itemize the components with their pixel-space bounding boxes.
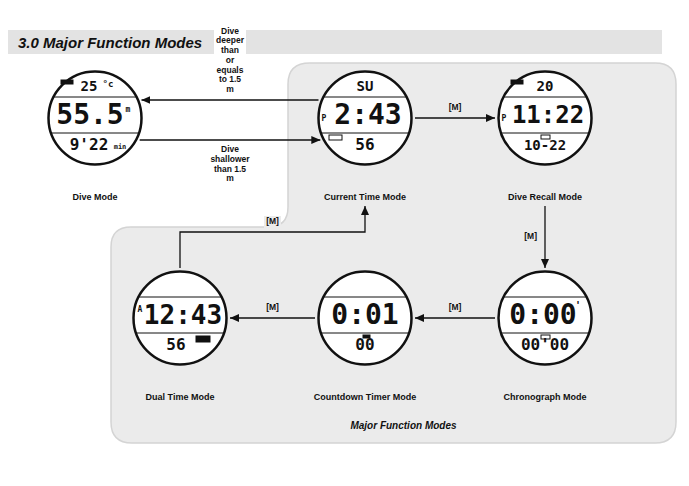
transition-label: Dive deeper than or equals to 1.5 m: [214, 26, 246, 96]
lcd-digits: SU: [357, 79, 374, 93]
lcd-digits: 20: [537, 79, 554, 93]
lcd-digits: P: [502, 115, 507, 123]
bezel: [134, 272, 227, 365]
bezel: [319, 72, 412, 165]
lcd-indicator: [196, 336, 210, 342]
title-band: 3.0 Major Function Modes: [8, 30, 662, 54]
watch-mode: 25 °c 55.5m 9'22 minDive Mode: [45, 70, 145, 202]
lcd-divider: [504, 297, 586, 298]
watch-face: 20P 11:22 10-22: [497, 70, 593, 166]
lcd-digits: 0:01: [331, 301, 398, 329]
lcd-digits: 12:43: [144, 302, 222, 328]
lcd-divider: [324, 97, 406, 98]
transition-label: [M]: [264, 302, 281, 314]
lcd-divider: [52, 133, 139, 134]
mode-name: Countdown Timer Mode: [312, 392, 419, 402]
lcd-divider: [322, 333, 409, 334]
bezel: [319, 272, 412, 365]
mode-name: Dive Mode: [45, 192, 145, 202]
lcd-divider: [502, 333, 589, 334]
transition-label: Dive shallower than 1.5 m: [208, 144, 251, 185]
watch-face: A12:43 56: [132, 270, 228, 366]
bezel: [499, 272, 592, 365]
lcd-digits: 00'00: [521, 337, 569, 353]
lcd-digits: A: [138, 306, 143, 314]
watch-mode: 0:01 00Countdown Timer Mode: [312, 270, 419, 402]
watch-face: 25 °c 55.5m 9'22 min: [47, 70, 143, 166]
transition-label: [M]: [447, 302, 464, 314]
lcd-digits: °c: [103, 80, 114, 89]
lcd-digits: 56: [166, 337, 185, 353]
watch-face: 0:01 00: [317, 270, 413, 366]
lcd-divider: [139, 297, 221, 298]
lcd-indicator: [61, 80, 73, 84]
flow-arrow: [544, 206, 545, 268]
lcd-digits: 56: [355, 137, 374, 153]
lcd-divider: [324, 297, 406, 298]
lcd-divider: [54, 97, 136, 98]
panel-caption: Major Function Modes: [110, 420, 677, 431]
panel-outline: [111, 63, 676, 443]
lcd-divider: [137, 333, 224, 334]
lcd-digits: 25: [81, 79, 98, 93]
title-text: 3.0 Major Function Modes: [18, 34, 202, 51]
bezel: [49, 72, 142, 165]
lcd-digits: m: [126, 106, 131, 114]
mode-panel: Major Function ModesSUP2:4356Current Tim…: [110, 62, 677, 444]
mode-name: Chronograph Mode: [495, 392, 595, 402]
transition-label: [M]: [264, 216, 281, 228]
lcd-digits: 55.5: [56, 101, 123, 129]
transition-label: [M]: [447, 102, 464, 114]
watch-mode: A12:43 56Dual Time Mode: [130, 270, 230, 402]
lcd-indicator: [329, 135, 342, 140]
lcd-divider: [502, 133, 589, 134]
lcd-digits: 10-22: [524, 138, 566, 152]
mode-name: Dive Recall Mode: [495, 192, 595, 202]
mode-name: Current Time Mode: [315, 192, 415, 202]
flow-arrow: [415, 117, 495, 118]
mode-name: Dual Time Mode: [130, 392, 230, 402]
watch-mode: 0:00' 00'00Chronograph Mode: [495, 270, 595, 402]
bezel: [499, 72, 592, 165]
lcd-digits: ': [575, 301, 581, 311]
lcd-digits: 2:43: [334, 101, 401, 129]
flow-arrow: [140, 139, 321, 140]
flow-arrow: [415, 317, 495, 318]
watch-mode: 20P 11:22 10-22Dive Recall Mode: [495, 70, 595, 202]
lcd-digits: 11:22: [512, 103, 584, 127]
lcd-digits: min: [114, 144, 127, 151]
flow-arrow: [230, 317, 315, 318]
lcd-digits: 00: [355, 337, 374, 353]
watch-face: 0:00' 00'00: [497, 270, 593, 366]
lcd-digits: P: [322, 115, 327, 123]
watch-face: SU P 2:43 56: [317, 70, 413, 166]
lcd-indicator: [511, 80, 523, 84]
lcd-digits: 0:00: [509, 301, 576, 329]
lcd-divider: [504, 97, 586, 98]
lcd-digits: 9'22: [70, 137, 109, 153]
flow-arrow: [141, 99, 318, 100]
watch-mode: SU P 2:43 56Current Time Mode: [315, 70, 415, 202]
lcd-divider: [322, 133, 409, 134]
transition-label: [M]: [522, 231, 539, 243]
